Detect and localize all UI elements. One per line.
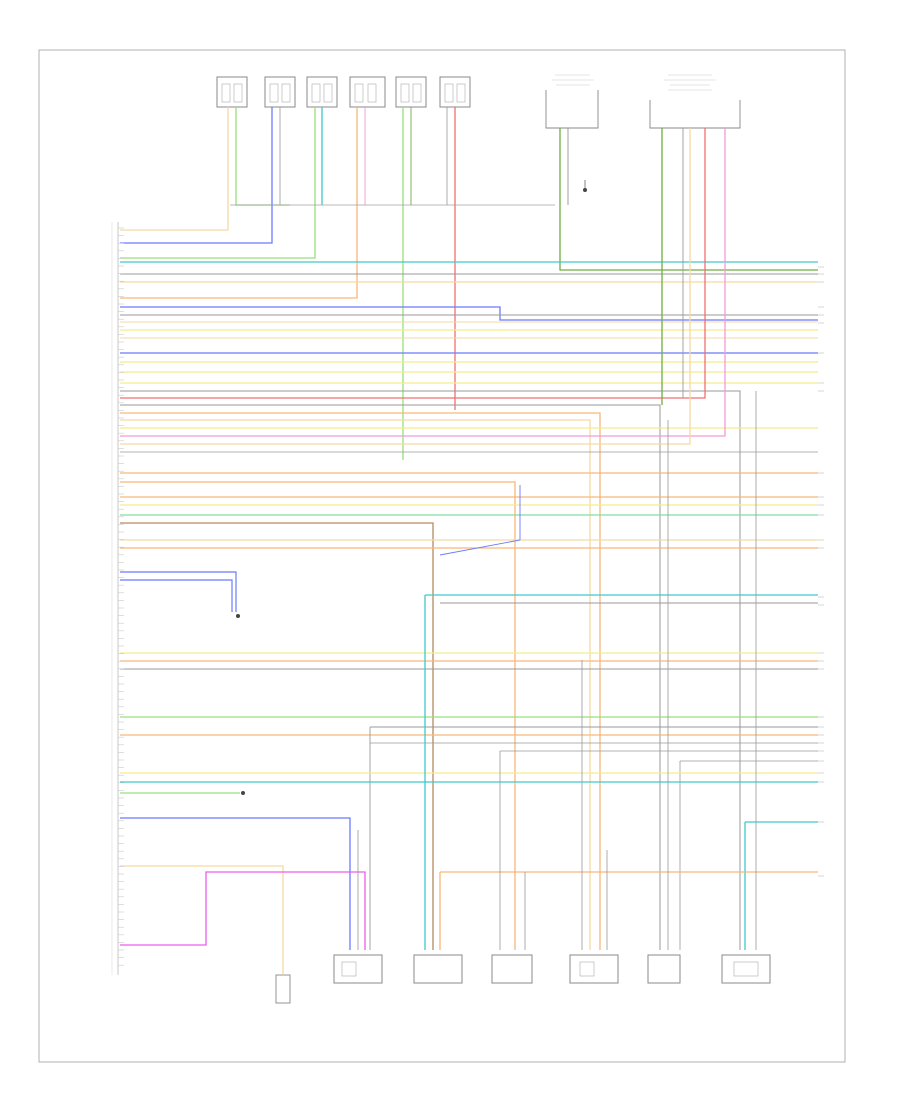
- wire-42: [120, 522, 434, 950]
- wire-31: [120, 412, 601, 950]
- bottom-component-5: [569, 954, 619, 984]
- pcm-connector-block: [111, 222, 119, 975]
- wire-2: [235, 107, 290, 206]
- top-connector-4: [349, 76, 386, 108]
- ground-symbol-top: [583, 180, 587, 192]
- wire-30: [120, 404, 661, 950]
- top-connector-2: [264, 76, 296, 108]
- top-connector-1: [216, 76, 248, 108]
- wire-45: [439, 485, 521, 556]
- wire-5: [120, 107, 316, 259]
- bottom-component-1: [275, 974, 291, 1004]
- wire-32: [120, 419, 591, 950]
- bottom-component-6: [647, 954, 681, 984]
- wire-29: [120, 128, 706, 399]
- ground-symbol-mid: [241, 791, 245, 795]
- wire-67: [120, 865, 284, 975]
- wire-19: [120, 306, 818, 321]
- top-right-module-1: [545, 74, 599, 129]
- wire-38: [120, 481, 516, 950]
- top-connector-3: [306, 76, 338, 108]
- wire-layer: [120, 107, 818, 975]
- wire-14: [559, 128, 818, 271]
- bottom-component-2: [333, 954, 383, 984]
- pin-tick-layer: [118, 227, 824, 966]
- bottom-component-3: [413, 954, 463, 984]
- top-connector-5: [395, 76, 427, 108]
- wire-34: [120, 128, 726, 437]
- wire-28: [120, 390, 741, 950]
- wire-7: [120, 107, 358, 299]
- diagram-frame: [38, 49, 846, 1063]
- ground-symbol-left: [210, 571, 240, 618]
- wire-3: [120, 107, 273, 244]
- bottom-component-7: [721, 954, 771, 984]
- top-right-module-2: [649, 74, 741, 129]
- bottom-component-4: [491, 954, 533, 984]
- wire-68: [120, 871, 366, 950]
- wire-35: [120, 128, 691, 445]
- wire-64: [120, 817, 351, 950]
- wire-1: [120, 107, 229, 231]
- top-connector-6: [439, 76, 471, 108]
